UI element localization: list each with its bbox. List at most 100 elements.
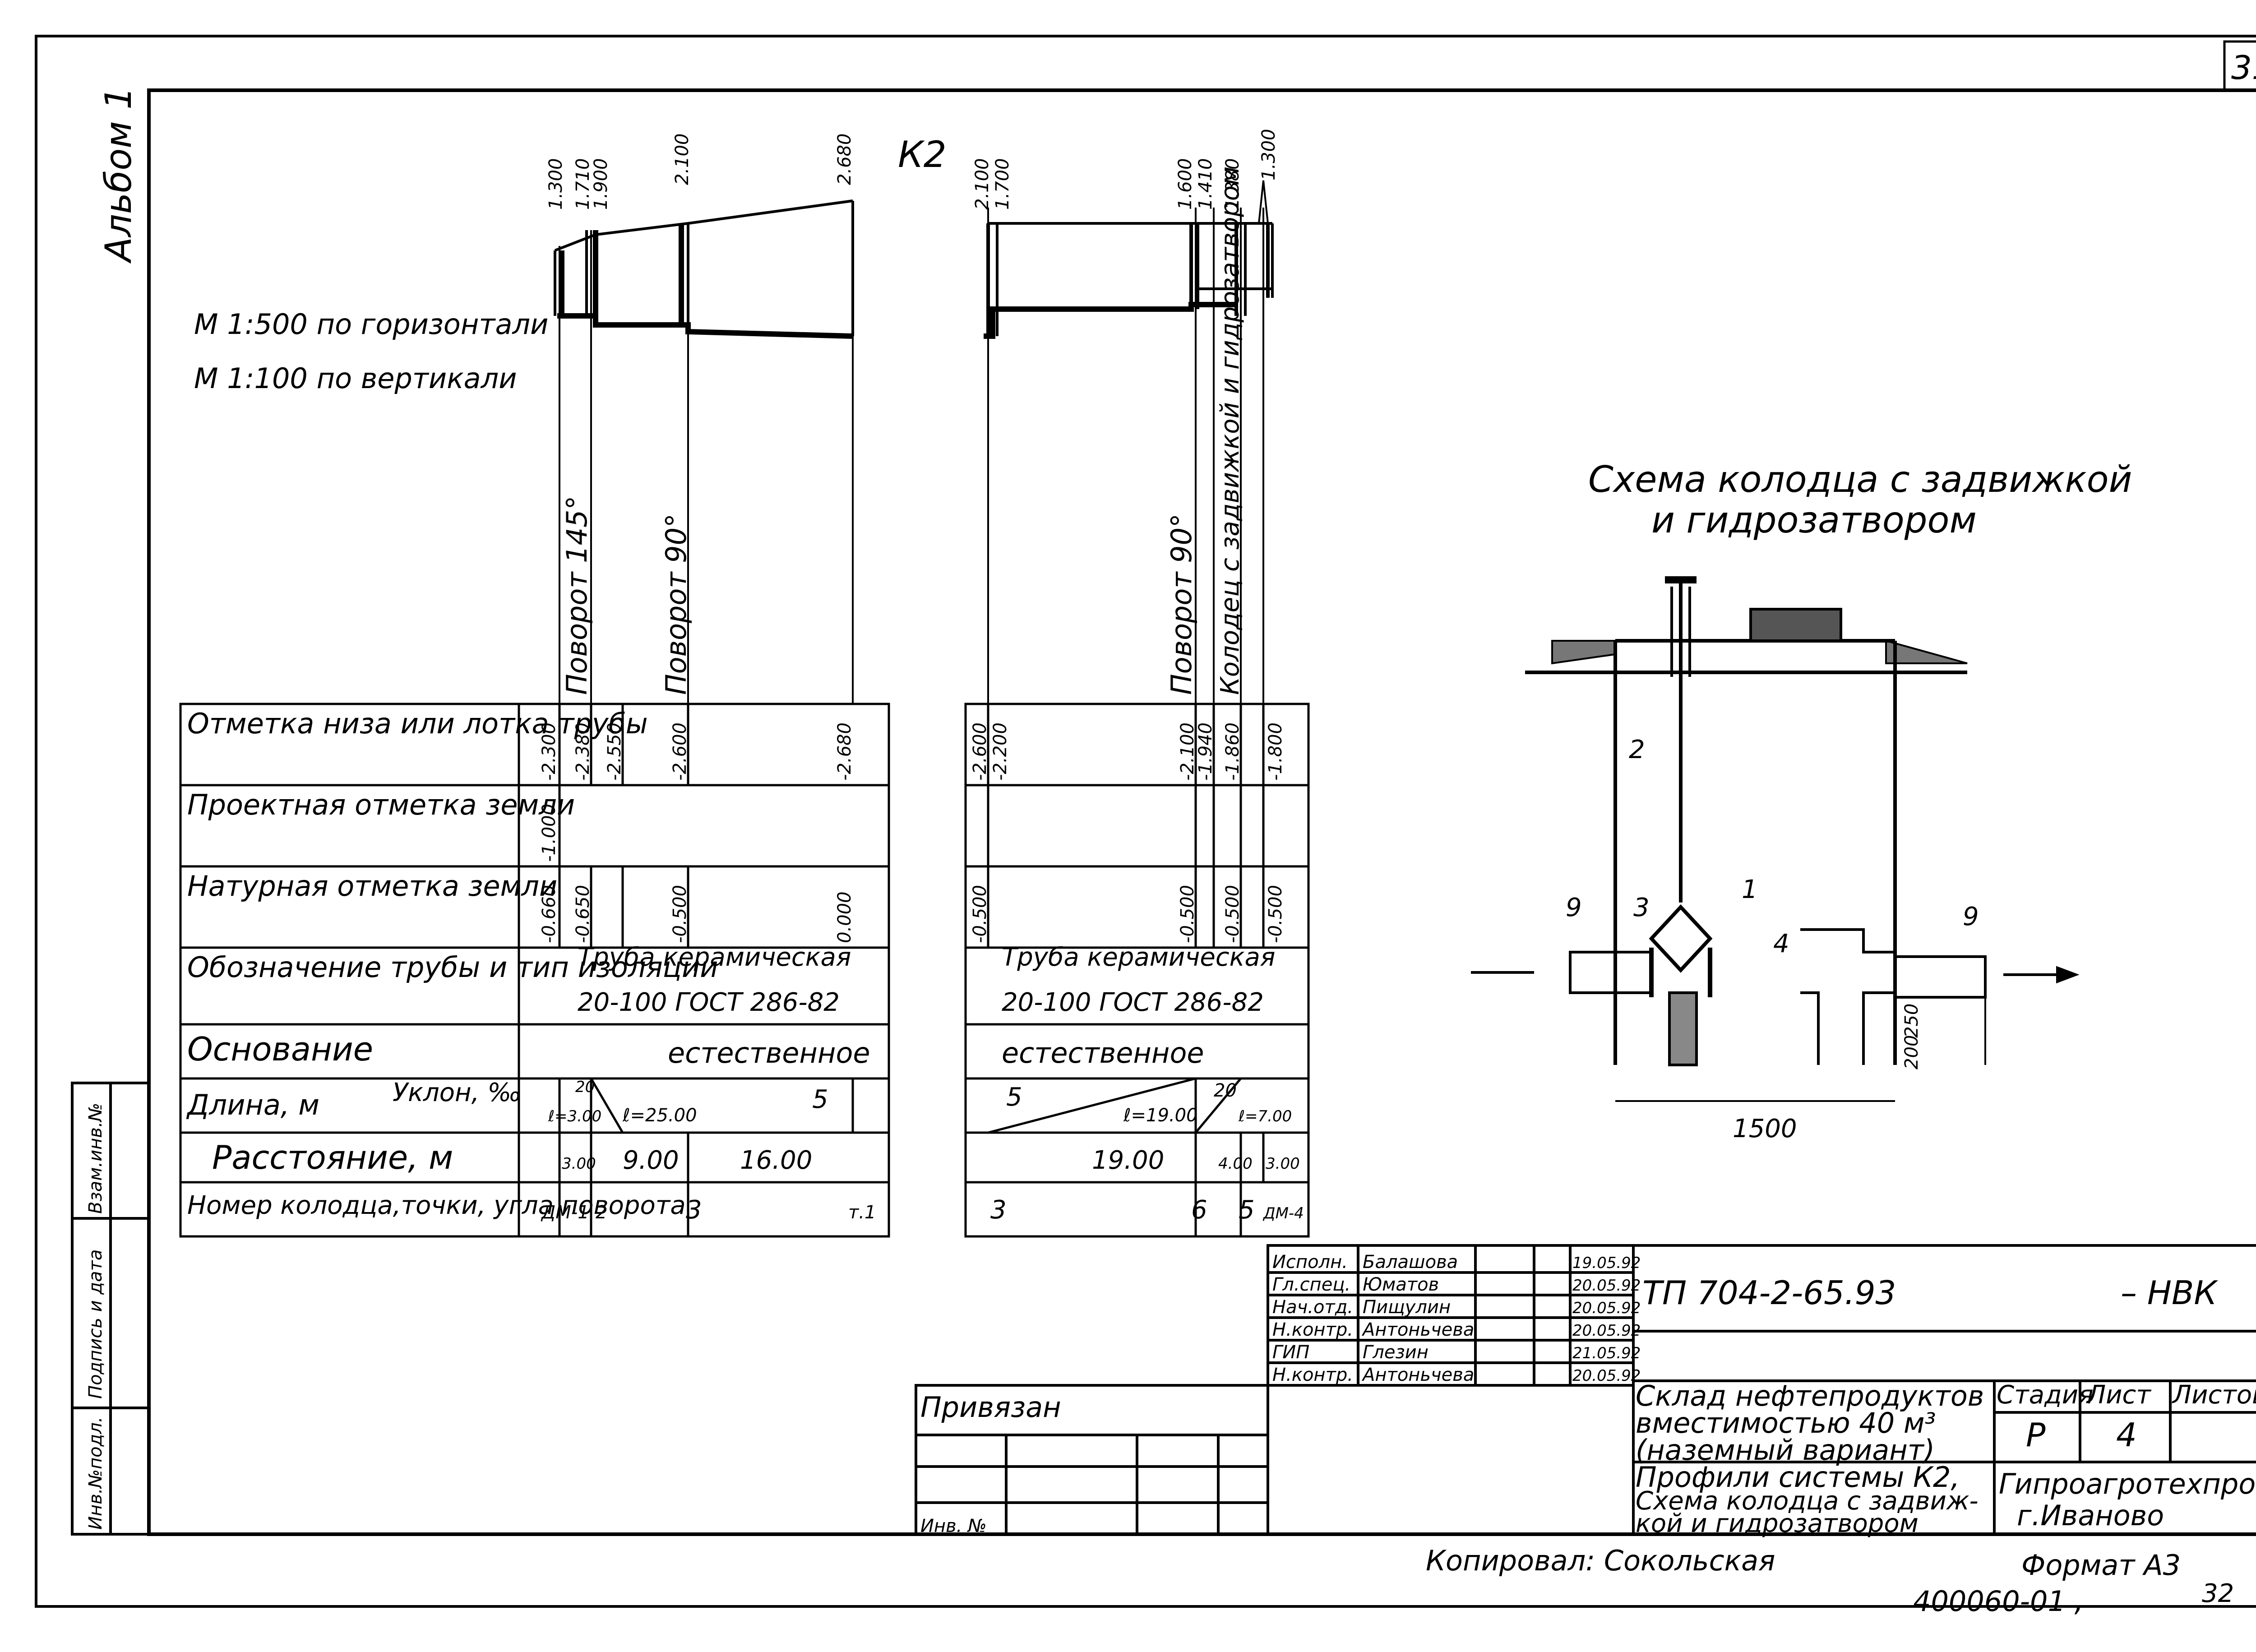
right-top-mark: 1.300 — [1258, 129, 1279, 180]
row-label-design-ground: Проектная отметка земли — [187, 788, 575, 821]
left-rotation-label: Поворот 145° — [560, 496, 593, 695]
left-design-ground: -1.000 — [539, 804, 559, 862]
tb-role: Гл.спец. — [1272, 1274, 1350, 1295]
scheme-callout: 9 — [1566, 893, 1582, 922]
right-well: ДМ-4 — [1262, 1204, 1304, 1222]
tb-org-line2: г.Иваново — [2017, 1499, 2164, 1532]
scheme-dim-width: 1500 — [1733, 1114, 1797, 1143]
row-label-invert: Отметка низа или лотка трубы — [187, 707, 648, 740]
right-distance: 19.00 — [1092, 1146, 1164, 1175]
left-top-mark: 2.100 — [672, 133, 693, 185]
tb-object-line1: Склад нефтепродуктов — [1636, 1379, 1984, 1412]
right-top-mark: 1.380 — [1222, 158, 1243, 210]
left-well: ДМ-1 — [541, 1202, 589, 1223]
left-top-mark: 1.300 — [546, 158, 566, 210]
left-rotation-label: Поворот 90° — [660, 514, 693, 695]
right-invert: -2.200 — [990, 722, 1011, 781]
profile-table-grid — [179, 703, 1310, 1238]
right-invert: -2.100 — [1177, 722, 1198, 781]
scale-vertical: М 1:100 по вертикали — [194, 362, 517, 395]
right-invert: -1.940 — [1195, 722, 1216, 781]
right-well-label: Колодец с задвижкой и гидрозатвором — [1216, 167, 1245, 695]
format-label: Формат А3 — [2021, 1549, 2181, 1582]
row-label-natural-ground: Натурная отметка земли — [187, 870, 557, 902]
left-invert: -2.380 — [573, 722, 593, 781]
archive-number: 400060-01 , — [1913, 1585, 2083, 1618]
tb-object-line3: (наземный вариант) — [1636, 1434, 1935, 1467]
left-natural-ground: 0.000 — [834, 891, 855, 943]
right-slope: 5 — [1006, 1083, 1022, 1112]
tb-role: Н.контр. — [1272, 1319, 1353, 1340]
scheme-title-line2: и гидрозатвором — [1651, 499, 1977, 541]
scheme-callout: 1 — [1742, 875, 1758, 904]
right-invert: -2.600 — [970, 722, 990, 781]
tb-name: Юматов — [1363, 1274, 1439, 1295]
scheme-callout: 4 — [1773, 929, 1789, 958]
sheet-texts: 31 Альбом 1 К2 М 1:500 по горизонтали М … — [85, 49, 2256, 1618]
right-natural-ground: -0.500 — [970, 885, 990, 943]
left-natural-ground: -0.650 — [573, 885, 593, 943]
frame — [35, 35, 2256, 1608]
tb-date: 21.05.92 — [1572, 1344, 1641, 1362]
album-label: Альбом 1 — [97, 87, 139, 264]
right-well: 5 — [1239, 1195, 1255, 1225]
right-well: 6 — [1191, 1195, 1207, 1225]
left-top-mark: 1.710 — [573, 158, 593, 210]
tb-role: Исполн. — [1272, 1252, 1348, 1273]
tb-doc-code: ТП 704-2-65.93 — [1642, 1274, 1896, 1312]
tb-name: Антоньчева — [1361, 1365, 1474, 1385]
tb-date: 20.05.92 — [1572, 1367, 1641, 1385]
left-slope: 5 — [812, 1085, 828, 1114]
scheme-dim-small: 200 — [1901, 1035, 1922, 1069]
tb-role: Нач.отд. — [1272, 1297, 1353, 1318]
tb-role: ГИП — [1272, 1342, 1309, 1363]
right-distance: 4.00 — [1218, 1155, 1253, 1173]
well-scheme-drawing — [1471, 576, 2080, 1102]
row-label-base: Основание — [187, 1030, 373, 1068]
left-length: ℓ=25.00 — [622, 1105, 697, 1126]
right-well: 3 — [990, 1195, 1007, 1225]
side-stamp-label: Взам.инв.№ — [85, 1103, 106, 1214]
tb-privyazan: Привязан — [920, 1391, 1061, 1424]
tb-name: Антоньчева — [1361, 1319, 1474, 1340]
left-top-mark: 2.680 — [834, 133, 855, 185]
right-base: естественное — [1002, 1037, 1204, 1069]
right-invert: -1.800 — [1265, 722, 1286, 781]
left-distance: 16.00 — [740, 1146, 812, 1175]
left-top-mark: 1.900 — [591, 158, 611, 210]
page-number: 31 — [2231, 49, 2256, 87]
right-top-mark: 2.100 — [972, 158, 993, 210]
tb-sheet-title-line3: кой и гидрозатвором — [1636, 1509, 1919, 1538]
left-well: т.1 — [848, 1202, 876, 1223]
tb-name: Пищулин — [1363, 1297, 1451, 1318]
left-well: 2 — [596, 1202, 607, 1223]
right-rotation-label: Поворот 90° — [1165, 514, 1198, 695]
right-invert: -1.860 — [1222, 722, 1243, 781]
right-length: ℓ=7.00 — [1238, 1107, 1292, 1125]
row-label-slope: Уклон, ‰ — [393, 1078, 522, 1107]
tb-stage-label: Стадия — [1997, 1380, 2094, 1410]
left-pipe-line1: Труба керамическая — [578, 943, 851, 972]
tb-org-line1: Гипроагротехпром — [1999, 1467, 2256, 1500]
scheme-callout: 2 — [1629, 735, 1645, 764]
side-stamp-label: Инв.№подл. — [85, 1416, 106, 1530]
left-distance: 9.00 — [623, 1146, 679, 1175]
side-stamp-label: Подпись и дата — [85, 1249, 106, 1399]
row-label-pipe: Обозначение трубы и тип изоляции — [187, 951, 718, 984]
left-invert: -2.680 — [834, 722, 855, 781]
row-label-well-number: Номер колодца,точки, угла поворота — [187, 1191, 686, 1220]
tb-doc-suffix: – НВК — [2121, 1274, 2218, 1312]
right-natural-ground: -0.500 — [1265, 885, 1286, 943]
right-pipe-line1: Труба керамическая — [1002, 943, 1275, 972]
tb-sheet: 4 — [2116, 1416, 2137, 1454]
right-natural-ground: -0.500 — [1177, 885, 1198, 943]
tb-sheet-title-line2: Схема колодца с задвиж- — [1636, 1486, 1979, 1516]
left-natural-ground: -0.660 — [539, 885, 559, 943]
left-invert: -2.600 — [670, 722, 690, 781]
left-well: 3 — [686, 1195, 702, 1225]
left-invert: -2.550 — [604, 722, 625, 781]
tb-inv-no: Инв. № — [920, 1516, 987, 1536]
tb-role: Н.контр. — [1272, 1365, 1353, 1385]
tb-sheet-label: Лист — [2086, 1380, 2151, 1410]
left-base: естественное — [668, 1037, 870, 1069]
